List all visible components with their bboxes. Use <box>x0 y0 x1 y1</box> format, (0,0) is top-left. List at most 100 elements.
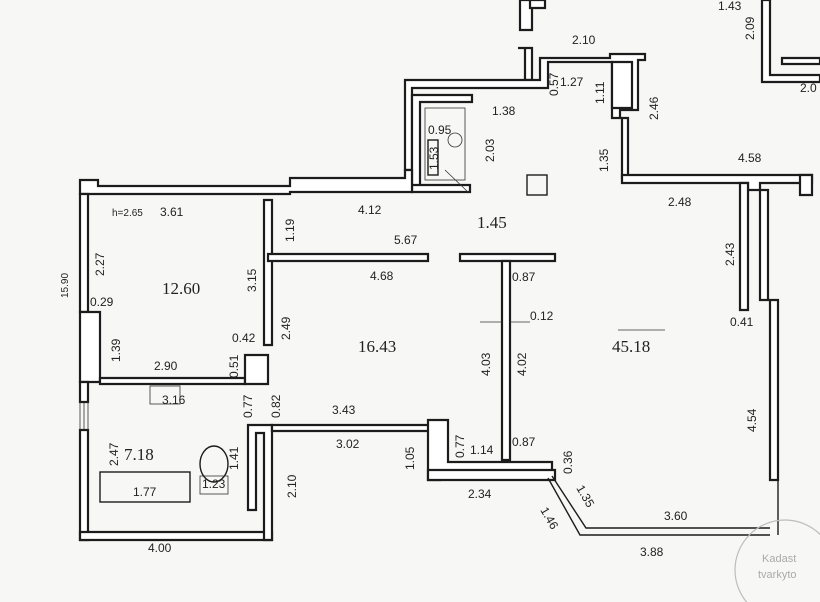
dim-label: 1.77 <box>133 485 157 499</box>
upper-right-wall <box>780 56 820 66</box>
dim-label: 1.23 <box>202 477 226 491</box>
dim-label: 0.12 <box>530 309 554 323</box>
dim-label: 3.88 <box>640 545 664 559</box>
dim-label: 3.61 <box>160 205 184 219</box>
dim-label: 0.95 <box>428 123 452 137</box>
bathroom-fixtures <box>99 385 229 503</box>
dim-label-vertical: 15.90 <box>60 273 71 298</box>
right-wall <box>738 181 750 312</box>
dim-label: 1.43 <box>718 0 742 13</box>
niche-wall <box>610 60 634 110</box>
dim-label: 3.16 <box>162 393 186 407</box>
dimension-labels: h=2.65 1.43 2.10 2.0 1.27 1.38 0.95 4.58… <box>90 0 817 559</box>
stamp-circle <box>734 519 820 602</box>
dim-label-vertical: 1.19 <box>283 218 297 242</box>
dim-label: 5.67 <box>394 233 418 247</box>
dim-label-vertical: 1.53 <box>427 146 441 170</box>
dim-label-angled: 1.35 <box>573 483 597 511</box>
dim-label: 4.68 <box>370 269 394 283</box>
room-area-left: 12.60 <box>162 279 200 298</box>
bathroom-right-wall <box>246 423 274 542</box>
dim-label-vertical: 1.39 <box>109 338 123 362</box>
corridor-right-wall <box>620 116 630 180</box>
middle-room-top-wall <box>458 252 557 263</box>
dim-label: 3.60 <box>664 509 688 523</box>
wc-wall <box>410 93 474 190</box>
angled-window <box>547 475 770 536</box>
dim-label-vertical: 4.03 <box>479 352 493 376</box>
bathtub-icon <box>99 471 191 503</box>
left-outer-wall <box>78 428 90 542</box>
partition-vertical <box>262 198 274 347</box>
bathroom-bottom-wall <box>78 530 274 542</box>
wc-cabin <box>424 107 466 181</box>
toilet-icon <box>199 445 229 483</box>
dim-label: 3.02 <box>336 437 360 451</box>
main-top-wall <box>78 168 414 196</box>
left-room-bottom-wall <box>98 376 247 386</box>
left-window-pier <box>78 310 102 384</box>
dim-label: 2.34 <box>468 487 492 501</box>
walls <box>78 0 820 542</box>
right-top-wall <box>620 173 814 192</box>
dim-label-vertical: 0.51 <box>227 354 241 378</box>
dim-label-vertical: 2.09 <box>743 16 757 40</box>
dim-label-vertical: 2.47 <box>107 442 121 466</box>
room-areas: 12.60 16.43 45.18 7.18 1.45 <box>124 213 650 464</box>
left-window-lines <box>79 402 89 430</box>
stamp: Kadast tvarkyto <box>734 519 820 602</box>
room-area-bathroom: 7.18 <box>124 445 154 464</box>
wc-toilet-icon <box>427 139 439 176</box>
dim-label-vertical: 2.43 <box>723 242 737 266</box>
dim-label-vertical: 4.54 <box>745 408 759 432</box>
toilet-tank-icon <box>199 475 229 495</box>
dim-label: 4.12 <box>358 203 382 217</box>
dim-label-vertical: 2.46 <box>647 96 661 120</box>
dim-label-vertical: 2.49 <box>279 316 293 340</box>
dim-label: 1.38 <box>492 104 516 118</box>
right-wall <box>758 188 770 302</box>
left-outer-wall <box>78 192 90 314</box>
dim-label-vertical: 1.11 <box>593 81 607 104</box>
dim-label-vertical: 1.35 <box>597 148 611 172</box>
dim-label-vertical: 2.03 <box>483 138 497 162</box>
dim-label: 0.41 <box>730 315 754 329</box>
column-icon <box>526 174 548 196</box>
dim-label: 1.14 <box>470 443 494 457</box>
dim-label-vertical: 0.57 <box>547 72 561 96</box>
dim-label-vertical: 0.77 <box>241 394 255 418</box>
dim-label: 0.42 <box>232 331 256 345</box>
dim-label-vertical: 0.77 <box>453 434 467 458</box>
wc-basin-icon <box>447 132 463 148</box>
dim-label-vertical: 4.02 <box>515 352 529 376</box>
dim-label-vertical: 2.10 <box>285 474 299 498</box>
bay-wall <box>426 468 557 482</box>
dim-label: 4.00 <box>148 541 172 555</box>
dim-label: 4.58 <box>738 151 762 165</box>
stamp-line2: tvarkyto <box>758 569 797 581</box>
dim-label: 0.29 <box>90 295 114 309</box>
dim-label-angled: 1.46 <box>537 505 561 533</box>
stamp-line1: Kadast <box>762 553 796 565</box>
right-wall-lower <box>768 298 780 482</box>
markers <box>480 321 665 331</box>
middle-room-top-wall <box>266 252 430 263</box>
wc-fixtures <box>424 107 548 196</box>
dim-label-vertical: 1.05 <box>403 446 417 470</box>
shaft-wall <box>518 46 534 82</box>
right-lower-window <box>770 479 779 535</box>
room-area-middle: 16.43 <box>358 337 396 356</box>
corridor-top-wall <box>403 52 647 172</box>
sink-icon <box>149 385 181 405</box>
dim-label: 1.27 <box>560 75 584 89</box>
dim-label-vertical: 1.41 <box>227 446 241 470</box>
door-swing-line <box>444 169 469 193</box>
dim-label: 0.87 <box>512 270 536 284</box>
dim-label-vertical: 2.27 <box>93 252 107 276</box>
middle-room-bottom-wall <box>270 423 432 433</box>
top-wall-segment <box>528 0 547 10</box>
dim-label: 2.48 <box>668 195 692 209</box>
room-area-big: 45.18 <box>612 337 650 356</box>
